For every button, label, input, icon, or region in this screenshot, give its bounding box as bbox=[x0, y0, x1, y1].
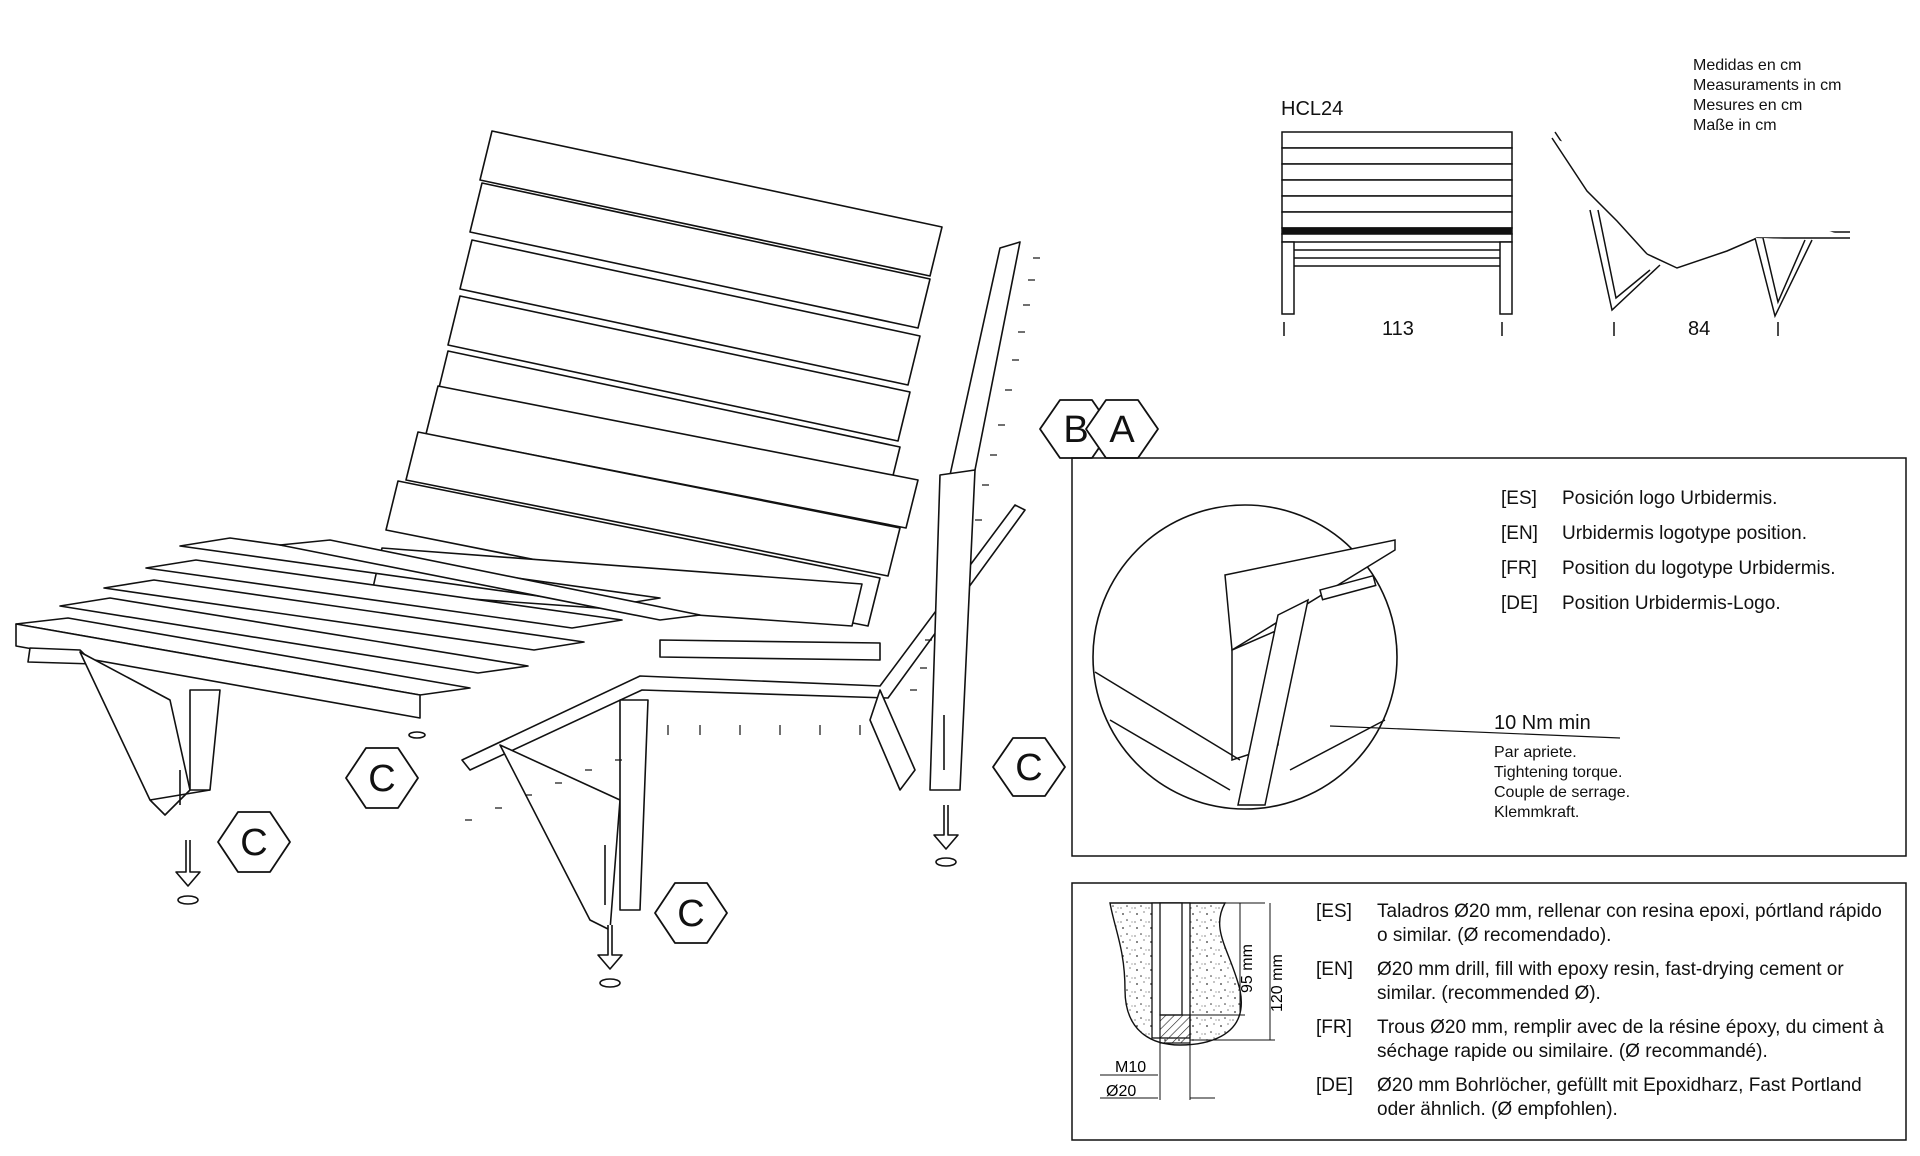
hole-label: Ø20 bbox=[1106, 1083, 1136, 1100]
logo-text: Position Urbidermis-Logo. bbox=[1562, 593, 1781, 614]
exploded-bench-drawing: B A C C C C bbox=[15, 130, 1159, 988]
logo-text: Urbidermis logotype position. bbox=[1562, 523, 1808, 544]
units-note: Medidas en cm Measuraments in cm Mesures… bbox=[1693, 56, 1842, 136]
units-es: Medidas en cm bbox=[1693, 57, 1802, 74]
anchor-text: Ø20 mm drill, fill with epoxy resin, fas… bbox=[1377, 959, 1844, 1004]
callout-a: A bbox=[1109, 409, 1135, 451]
anchor-text: Ø20 mm Bohrlöcher, gefüllt mit Epoxidhar… bbox=[1377, 1075, 1862, 1120]
callout-c-hex-1 bbox=[345, 747, 419, 809]
callout-c-hex-4 bbox=[992, 737, 1066, 797]
anchor-text: Taladros Ø20 mm, rellenar con resina epo… bbox=[1377, 901, 1882, 946]
callout-c: C bbox=[677, 893, 704, 935]
torque-line-fr: Couple de serrage. bbox=[1494, 784, 1631, 801]
anchor-detail-box: 95 mm 120 mm M10 Ø20 bbox=[1071, 882, 1907, 1141]
logo-text: Posición logo Urbidermis. bbox=[1562, 488, 1778, 509]
anchor-arrows bbox=[175, 715, 959, 988]
backrest-slats bbox=[371, 130, 943, 627]
detail-closeup bbox=[1094, 539, 1396, 806]
depth-dimension: 84 bbox=[1688, 318, 1711, 340]
lang-code: [EN] bbox=[1501, 523, 1538, 544]
lang-code: [FR] bbox=[1316, 1017, 1352, 1038]
callout-c-hex-3 bbox=[654, 882, 728, 944]
width-dimension: 113 bbox=[1382, 318, 1414, 340]
callout-c: C bbox=[368, 758, 395, 800]
lang-code: [EN] bbox=[1316, 959, 1353, 980]
depth2-label: 120 mm bbox=[1269, 954, 1286, 1012]
callout-c: C bbox=[1015, 747, 1042, 789]
depth1-label: 95 mm bbox=[1239, 944, 1256, 993]
lang-code: [ES] bbox=[1316, 901, 1352, 922]
lang-code: [DE] bbox=[1316, 1075, 1353, 1096]
callout-hexes bbox=[217, 399, 1159, 944]
lang-code: [ES] bbox=[1501, 488, 1537, 509]
logo-text: Position du logotype Urbidermis. bbox=[1562, 558, 1836, 579]
right-frame-rail bbox=[461, 241, 1026, 931]
model-code: HCL24 bbox=[1281, 98, 1344, 120]
seat-slats bbox=[15, 537, 881, 719]
callout-c-hex-2 bbox=[217, 811, 291, 873]
torque-line-es: Par apriete. bbox=[1494, 744, 1577, 761]
units-de: Maße in cm bbox=[1693, 117, 1777, 134]
callout-b: B bbox=[1063, 409, 1088, 451]
torque-line-de: Klemmkraft. bbox=[1494, 804, 1580, 821]
side-frame bbox=[27, 647, 221, 816]
torque-value: 10 Nm min bbox=[1494, 712, 1591, 734]
units-fr: Mesures en cm bbox=[1693, 97, 1803, 114]
bolt-label: M10 bbox=[1115, 1059, 1146, 1076]
front-view-drawing bbox=[1281, 131, 1513, 336]
logo-position-box bbox=[1071, 457, 1907, 857]
lang-code: [FR] bbox=[1501, 558, 1537, 579]
callout-c: C bbox=[240, 822, 267, 864]
side-view-drawing bbox=[1551, 131, 1850, 336]
anchor-text: Trous Ø20 mm, remplir avec de la résine … bbox=[1377, 1017, 1884, 1062]
bolts bbox=[465, 257, 1040, 821]
torque-line-en: Tightening torque. bbox=[1494, 764, 1623, 781]
units-en: Measuraments in cm bbox=[1693, 77, 1842, 94]
lang-code: [DE] bbox=[1501, 593, 1538, 614]
